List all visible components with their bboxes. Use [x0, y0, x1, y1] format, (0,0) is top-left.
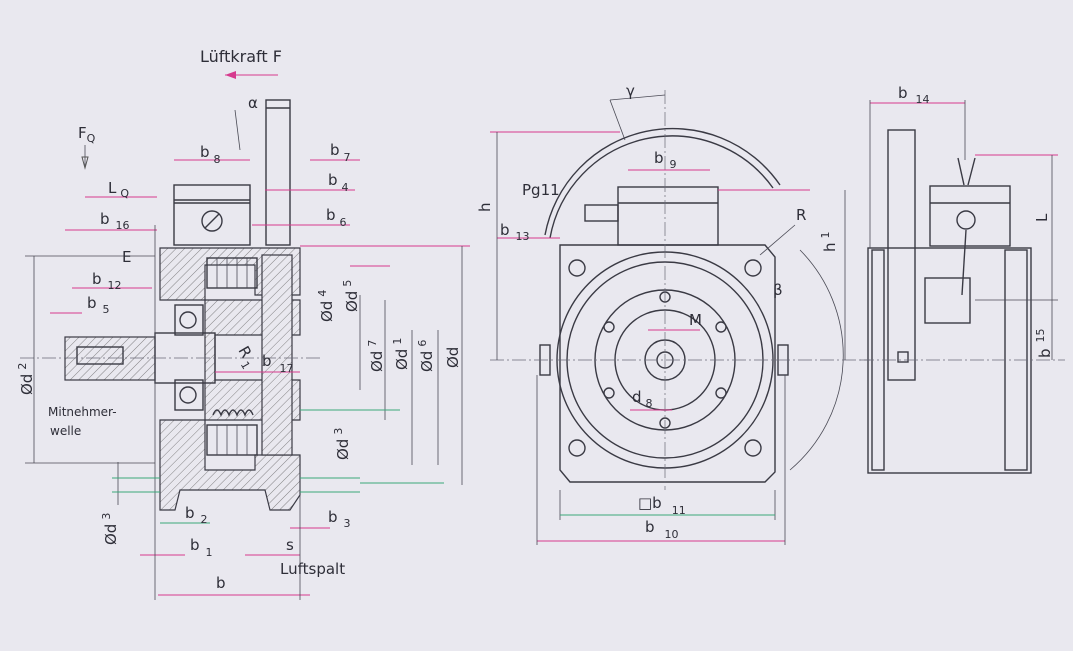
coil-upper — [206, 257, 258, 289]
label-h1: h1 — [819, 231, 839, 252]
label-gamma: γ — [626, 82, 635, 100]
square-pin — [897, 351, 909, 363]
housing-lower — [159, 419, 301, 511]
label-h: h — [476, 202, 494, 212]
label-b15: b15 — [1034, 328, 1054, 358]
label-d4: Ød4 — [316, 290, 336, 322]
cable-gland-icon — [956, 210, 976, 230]
label-d1: Ød1 — [391, 338, 411, 370]
cable-icon — [957, 157, 976, 186]
coil-lower — [206, 424, 258, 456]
driver-shaft — [64, 336, 156, 381]
screw-icon — [201, 210, 223, 232]
label-driver-shaft-2: welle — [50, 424, 81, 438]
bearing-lower — [174, 379, 204, 411]
cable-gland-pg11 — [584, 204, 619, 222]
release-force-title: Lüftkraft F — [200, 47, 282, 66]
label-d: Ød — [444, 347, 462, 368]
terminal-box-front — [617, 186, 719, 246]
label-E: E — [122, 248, 131, 266]
label-d6: Ød6 — [416, 340, 436, 372]
label-driver-shaft-1: Mitnehmer- — [48, 405, 117, 419]
label-airgap: Luftspalt — [280, 560, 345, 578]
spring-icon — [212, 409, 254, 417]
label-R1: R1 — [231, 343, 260, 372]
label-alpha: α — [248, 94, 258, 112]
arrow-head-icon — [81, 156, 89, 170]
bearing-upper — [174, 304, 204, 336]
label-s: s — [286, 536, 294, 554]
label-b: b — [216, 574, 226, 592]
label-M: M — [689, 311, 702, 329]
armature-plate — [261, 254, 293, 456]
label-FQ: FQ — [78, 124, 96, 145]
label-d2: Ød2 — [16, 363, 36, 395]
bearing-ball-icon — [179, 311, 197, 329]
label-beta: β — [773, 281, 783, 299]
microswitch — [924, 277, 971, 324]
brake-body-side — [867, 247, 1032, 474]
label-d3-left: Ød3 — [100, 513, 120, 545]
terminal-box-side — [929, 185, 1011, 247]
label-d7: Ød7 — [366, 340, 386, 372]
bearing-ball-icon — [179, 386, 197, 404]
terminal-box — [173, 184, 251, 246]
label-pg11: Pg11 — [522, 181, 560, 199]
label-R: R — [796, 206, 806, 224]
label-L: L — [1033, 213, 1051, 222]
release-lever — [265, 99, 291, 246]
mounting-holes — [568, 259, 762, 457]
lever-side — [887, 129, 916, 381]
label-d3-right: Ød3 — [332, 428, 352, 460]
label-d5: Ød5 — [341, 280, 361, 312]
release-lever-arc — [544, 127, 781, 236]
arrow-head-icon — [225, 71, 236, 79]
flange-square — [559, 244, 776, 483]
